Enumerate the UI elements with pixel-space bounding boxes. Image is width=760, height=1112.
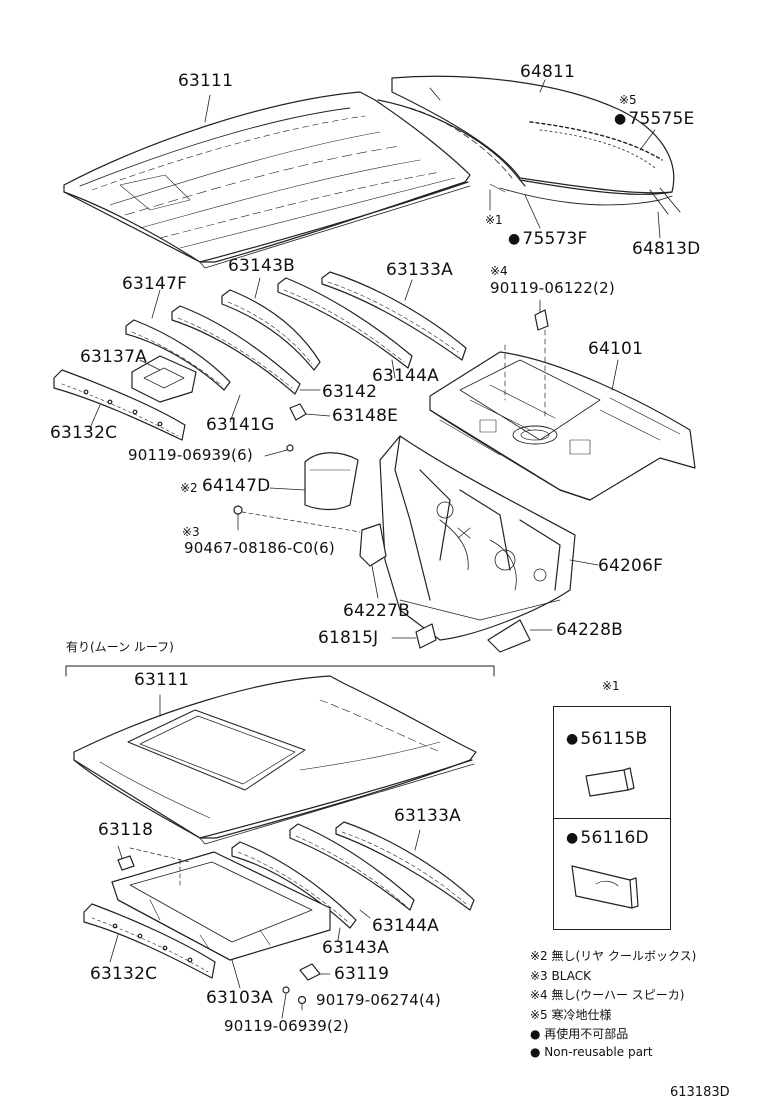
part-label-90119-06939-bottom: 90119-06939(2): [224, 1017, 349, 1035]
part-label-63144A-bottom: 63144A: [372, 916, 439, 936]
part-label-63137A: 63137A: [80, 347, 147, 367]
back-panel: [380, 436, 598, 640]
footnote-4: ※4 無し(ウーハー スピーカ): [530, 988, 685, 1002]
cool-box-cover: [270, 453, 358, 510]
part-label-63118: 63118: [98, 820, 154, 840]
plate-61815J: [392, 624, 436, 648]
part-label-64147D: 64147D: [202, 476, 271, 496]
back-window-glass: [378, 76, 680, 214]
footnote-3: ※3 BLACK: [530, 969, 591, 983]
part-label-63133A-bottom: 63133A: [394, 806, 461, 826]
part-label-64813D: 64813D: [632, 239, 701, 259]
legend-divider: [553, 818, 671, 819]
package-tray: [430, 310, 695, 500]
part-label-75575E: 75575E: [614, 111, 694, 128]
footnote-non-reusable-en: ● Non-reusable part: [530, 1045, 653, 1059]
part-label-63148E: 63148E: [332, 406, 399, 426]
leader-lines-lower: [110, 695, 420, 1018]
part-label-64101: 64101: [588, 339, 644, 359]
part-label-90467-08186: 90467-08186-C0(6): [184, 539, 335, 557]
part-label-75573F: 75573F: [508, 231, 587, 248]
part-label-63143B: 63143B: [228, 256, 295, 276]
diagram-code: 613183D: [670, 1085, 730, 1100]
moonroof-section-bracket: [66, 666, 494, 676]
part-label-63143A: 63143A: [322, 938, 389, 958]
note-mark-5: ※5: [619, 93, 637, 107]
part-label-90119-06939-top: 90119-06939(6): [128, 446, 253, 464]
legend-parts-drawing: [572, 768, 638, 908]
part-label-63119: 63119: [334, 964, 390, 984]
bracket-64228B: [488, 620, 552, 652]
part-label-63132C-bottom: 63132C: [90, 964, 158, 984]
leader-lines-mid: [90, 278, 540, 456]
part-label-64228B: 64228B: [556, 620, 623, 640]
note-mark-3: ※3: [182, 525, 200, 539]
part-label-63111-bottom: 63111: [134, 670, 190, 690]
legend-mark-1: ※1: [602, 679, 620, 693]
part-label-90179-06274: 90179-06274(4): [316, 991, 441, 1009]
part-label-56115B: 56115B: [566, 731, 647, 748]
part-label-64227B: 64227B: [343, 601, 410, 621]
roof-reinforcements-lower: [84, 822, 474, 1004]
part-label-63142: 63142: [322, 382, 378, 402]
part-label-61815J: 61815J: [318, 628, 379, 648]
leader-lines-top: [205, 80, 660, 238]
footnote-2: ※2 無し(リヤ クールボックス): [530, 949, 697, 963]
footnote-5: ※5 寒冷地仕様: [530, 1008, 612, 1022]
note-mark-4: ※4: [490, 264, 508, 278]
roof-reinforcements-upper: [54, 272, 466, 451]
part-label-63144A-top: 63144A: [372, 366, 439, 386]
roof-panel-lower: [74, 676, 476, 844]
part-label-56116D: 56116D: [566, 830, 649, 847]
moonroof-section-heading: 有り(ムーン ルーフ): [66, 640, 174, 654]
part-label-63103A: 63103A: [206, 988, 273, 1008]
part-label-63141G: 63141G: [206, 415, 275, 435]
part-label-90119-06122: 90119-06122(2): [490, 279, 615, 297]
footnote-non-reusable-jp: ● 再使用不可部品: [530, 1027, 629, 1041]
roof-panel-upper: [64, 92, 470, 268]
bracket-64227B: [360, 524, 386, 598]
part-label-63111-top: 63111: [178, 71, 234, 91]
part-label-64206F: 64206F: [598, 556, 664, 576]
note-mark-1-top: ※1: [485, 213, 503, 227]
part-label-64811: 64811: [520, 62, 576, 82]
part-label-63132C-top: 63132C: [50, 423, 118, 443]
part-label-63147F: 63147F: [122, 274, 188, 294]
part-label-63133A-top: 63133A: [386, 260, 453, 280]
note-mark-2: ※2: [180, 481, 198, 495]
clip-90467: [234, 506, 360, 532]
